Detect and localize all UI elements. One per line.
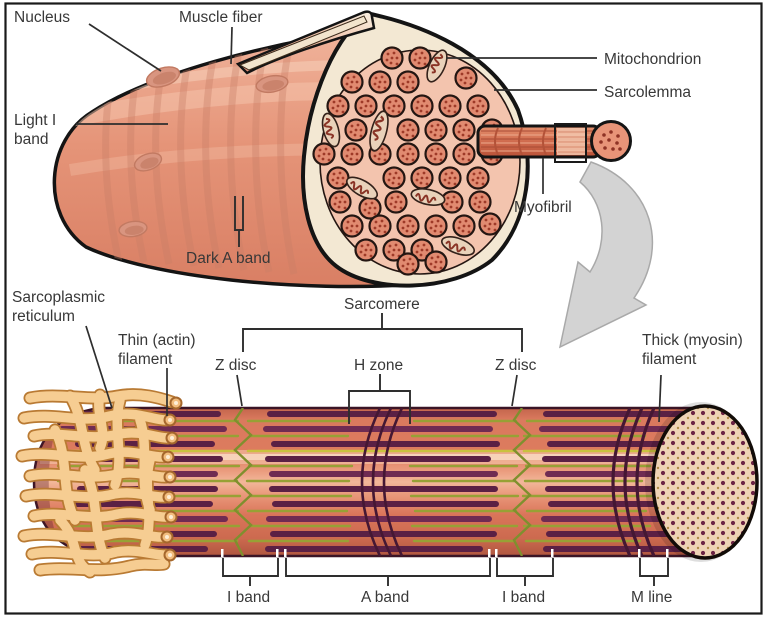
peeled-flap xyxy=(235,10,376,75)
m-line-bracket xyxy=(639,558,669,577)
label-h-zone: H zone xyxy=(354,357,404,374)
label-line: band xyxy=(14,131,49,148)
leader-sarcoplasmic-reticulum xyxy=(85,325,113,409)
z-disc-zigzag-right xyxy=(512,408,532,556)
myofibril-rod xyxy=(476,120,632,163)
rod-end-dots xyxy=(599,130,622,151)
label-sarcomere: Sarcomere xyxy=(344,296,420,313)
label-line: Thin (actin) xyxy=(118,332,196,349)
label-line: reticulum xyxy=(12,308,75,325)
leader-thick-filament xyxy=(658,374,662,423)
label-line: Thick (myosin) xyxy=(642,332,743,349)
label-line: filament xyxy=(118,351,173,368)
label-i-band-left: I band xyxy=(227,589,271,606)
band-tick-marks xyxy=(221,549,669,557)
label-line: filament xyxy=(642,351,697,368)
z-disc-zigzag-left xyxy=(233,408,253,556)
m-line-arcs xyxy=(611,408,656,556)
sr-tube-ends xyxy=(160,396,183,562)
label-nucleus: Nucleus xyxy=(14,9,70,26)
label-muscle-fiber: Muscle fiber xyxy=(179,9,263,26)
cut-face xyxy=(651,404,759,560)
leader-z-disc-right xyxy=(511,374,518,407)
leader-nucleus xyxy=(88,23,162,72)
magnify-arrow-icon xyxy=(558,161,654,349)
leader-muscle-fiber xyxy=(230,26,233,65)
myofibril-longitudinal xyxy=(15,388,759,579)
label-z-disc-right: Z disc xyxy=(495,357,537,374)
figure-border xyxy=(4,2,763,615)
label-line: Light I xyxy=(14,112,57,129)
zoom-box xyxy=(554,123,587,163)
label-mitochondrion: Mitochondrion xyxy=(604,51,702,68)
cross-section xyxy=(301,10,530,288)
label-thin-actin-filament: Thin (actin) filament xyxy=(118,331,196,369)
label-sarcoplasmic-reticulum: Sarcoplasmic reticulum xyxy=(12,288,105,326)
a-band-bracket xyxy=(285,558,491,577)
i-band-left-bracket xyxy=(222,558,279,577)
label-i-band-right: I band xyxy=(502,589,546,606)
label-z-disc-left: Z disc xyxy=(215,357,257,374)
label-dark-a-band: Dark A band xyxy=(186,250,271,267)
leader-lines xyxy=(76,23,662,423)
band-brackets xyxy=(222,196,669,586)
label-a-band: A band xyxy=(361,589,410,606)
sarcomere-bracket xyxy=(242,328,523,352)
label-sarcolemma: Sarcolemma xyxy=(604,84,691,101)
i-band-right-bracket xyxy=(496,558,554,577)
h-zone-arcs xyxy=(360,408,404,556)
sarcoplasmic-reticulum-network xyxy=(15,388,183,579)
muscle-fiber-illustration xyxy=(52,10,654,349)
label-m-line: M line xyxy=(631,589,673,606)
label-myofibril: Myofibril xyxy=(514,199,572,216)
label-thick-myosin-filament: Thick (myosin) filament xyxy=(642,331,743,369)
label-light-i-band: Light I band xyxy=(14,111,56,149)
leader-z-disc-left xyxy=(236,374,243,407)
nucleus-blobs xyxy=(118,66,289,238)
label-line: Sarcoplasmic xyxy=(12,289,106,306)
rod-end-face xyxy=(590,120,632,162)
